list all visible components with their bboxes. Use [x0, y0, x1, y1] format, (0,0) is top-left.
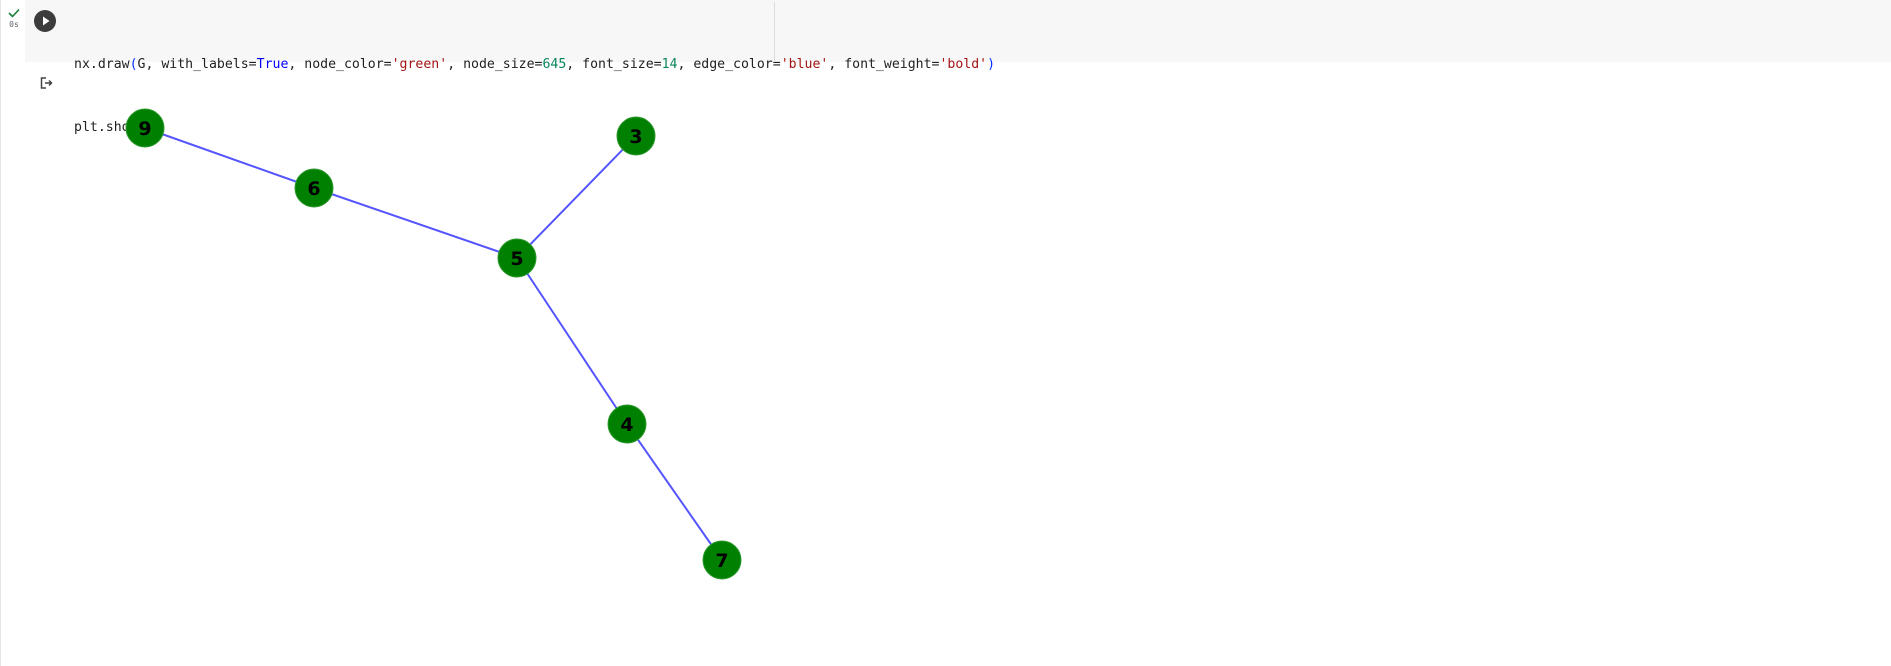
graph-edge-9-6	[144, 127, 315, 189]
check-icon	[8, 8, 20, 18]
execution-status: 0s	[4, 8, 24, 30]
graph-edge-6-5	[313, 187, 518, 259]
graph-node-4	[607, 404, 647, 444]
code-token: )	[987, 57, 996, 72]
code-token: 645	[542, 57, 567, 72]
graph-node-7	[702, 540, 742, 580]
code-token: True	[256, 57, 289, 72]
code-token: nx.draw	[74, 57, 130, 72]
graph-node-9	[125, 108, 165, 148]
graph-node-label: 7	[715, 550, 728, 572]
ruler-line	[774, 2, 775, 62]
code-token: , node_size=	[447, 57, 543, 72]
code-token: plt.show	[74, 120, 138, 135]
code-token: , font_weight=	[828, 57, 940, 72]
code-token: , edge_color=	[677, 57, 781, 72]
code-token: (	[129, 57, 138, 72]
graph-node-label: 3	[629, 126, 642, 148]
play-icon	[43, 16, 50, 26]
code-token: 'green'	[391, 57, 448, 72]
output-redirect-icon[interactable]	[38, 75, 54, 91]
code-token: , font_size=	[566, 57, 662, 72]
code-token: 'blue'	[780, 57, 829, 72]
graph-node-3	[616, 116, 656, 156]
graph-node-label: 4	[620, 414, 633, 436]
code-editor[interactable]: nx.draw(G, with_labels=True, node_color=…	[74, 12, 995, 180]
graph-edge-5-4	[516, 257, 628, 425]
code-token: , node_color=	[288, 57, 392, 72]
graph-node-label: 9	[138, 118, 151, 140]
code-cell[interactable]: nx.draw(G, with_labels=True, node_color=…	[25, 0, 1891, 135]
graph-node-label: 5	[510, 248, 523, 270]
notebook-left-border	[0, 0, 1, 666]
code-token: 'bold'	[939, 57, 988, 72]
graph-edge-4-7	[626, 423, 723, 561]
graph-node-6	[294, 168, 334, 208]
run-cell-button[interactable]	[34, 10, 56, 32]
code-line-1[interactable]: nx.draw(G, with_labels=True, node_color=…	[74, 54, 995, 75]
code-token: G, with_labels=	[137, 57, 257, 72]
graph-node-label: 6	[307, 178, 320, 200]
execution-time: 0s	[9, 20, 19, 29]
graph-edge-3-5	[516, 135, 637, 259]
code-token: 14	[661, 57, 678, 72]
graph-node-5	[497, 238, 537, 278]
